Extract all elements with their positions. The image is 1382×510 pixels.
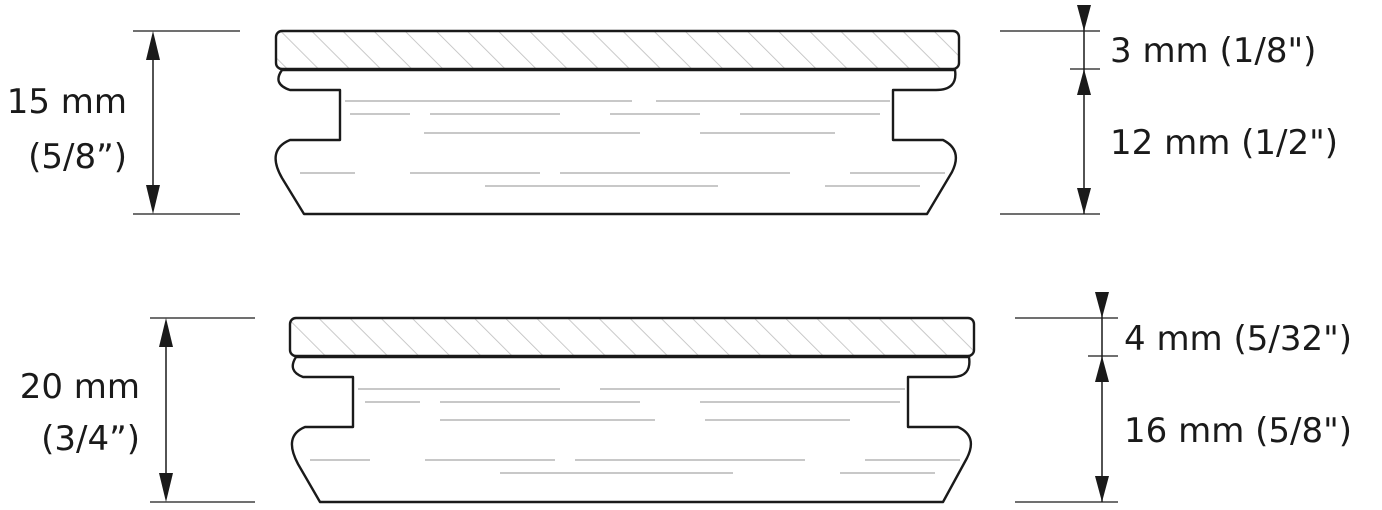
profile-15mm-bottom-layer-label: 12 mm (1/2") <box>1110 123 1338 163</box>
profile-15mm-total-label-line2: (5/8”) <box>28 137 127 177</box>
profile-15mm-core <box>274 68 958 216</box>
profile-15mm-wear-layer <box>274 29 961 71</box>
profile-20mm-grain <box>310 388 960 474</box>
profile-20mm-total-label-line1: 20 mm <box>20 367 140 407</box>
profile-20mm-core <box>290 355 973 504</box>
profile-15mm-grain <box>300 100 945 187</box>
profile-20mm-layer-dimensions <box>1015 292 1118 503</box>
profile-20mm-wear-layer <box>288 316 976 358</box>
profile-20mm-total-label-line2: (3/4”) <box>41 419 140 459</box>
profile-15mm-total-dimension <box>133 30 240 215</box>
profile-15mm: 15 mm (5/8”) 3 mm (1/8") 12 mm (1/2") <box>7 5 1338 216</box>
profile-15mm-top-layer-label: 3 mm (1/8") <box>1110 31 1316 71</box>
profile-20mm: 20 mm (3/4”) 4 mm (5/32") 16 mm (5/8") <box>20 292 1352 504</box>
profile-20mm-top-layer-label: 4 mm (5/32") <box>1124 319 1352 359</box>
profile-15mm-layer-dimensions <box>1000 5 1100 215</box>
profile-20mm-total-dimension <box>150 317 255 503</box>
profile-20mm-bottom-layer-label: 16 mm (5/8") <box>1124 411 1352 451</box>
profile-15mm-total-label-line1: 15 mm <box>7 82 127 122</box>
